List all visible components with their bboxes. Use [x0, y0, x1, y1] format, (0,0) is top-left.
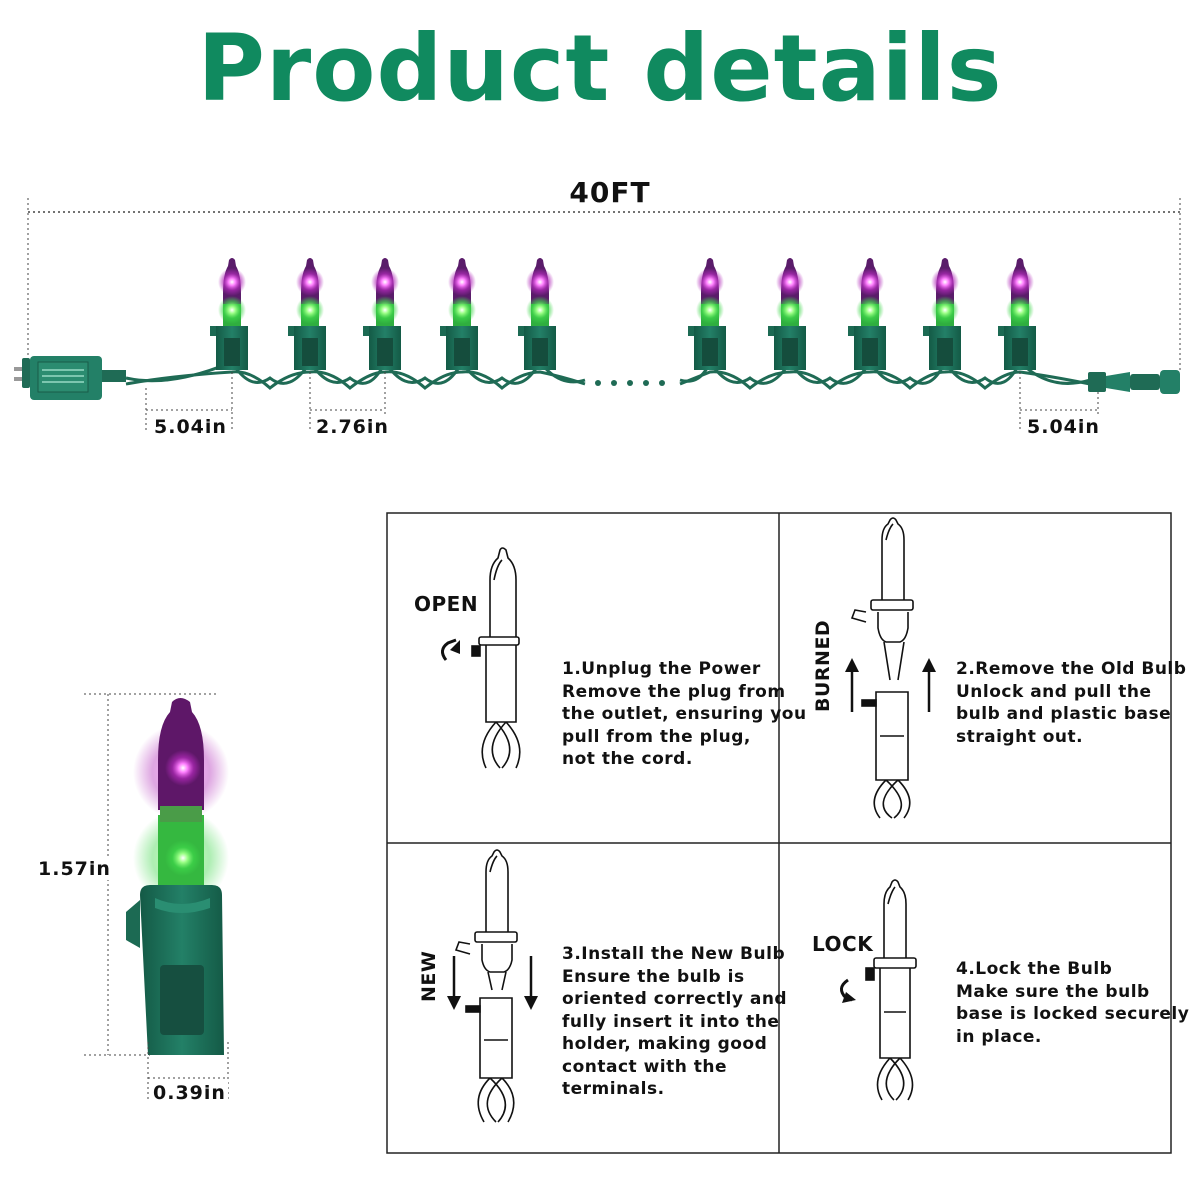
page-title: Product details	[197, 15, 1003, 122]
step2-line: straight out.	[956, 726, 1084, 747]
lead-in-length-label: 5.04in	[152, 416, 229, 438]
step3-line: contact with the	[562, 1056, 728, 1077]
step2-title: 2.Remove the Old Bulb	[956, 659, 1187, 679]
step3-text: 3.Install the New Bulb Ensure the bulb i…	[562, 943, 787, 1101]
step4-line: in place.	[956, 1026, 1042, 1047]
step4-line: base is locked securely	[956, 1004, 1190, 1024]
wire-gap-dots	[595, 380, 665, 386]
bulb-height-label: 1.57in	[36, 858, 113, 880]
step4-title: 4.Lock the Bulb	[956, 959, 1113, 979]
step1-line: pull from the plug,	[562, 726, 751, 747]
bulb-spacing-label: 2.76in	[314, 416, 391, 438]
step2-text: 2.Remove the Old Bulb Unlock and pull th…	[956, 658, 1186, 748]
step4-line: Make sure the bulb	[956, 981, 1150, 1002]
step1-text: 1.Unplug the Power Remove the plug from …	[562, 658, 807, 771]
step3-line: oriented correctly and	[562, 989, 788, 1009]
end-connector	[1088, 370, 1180, 394]
step2-illustration	[845, 517, 936, 819]
instruction-grid	[386, 512, 1172, 1154]
step3-illustration	[447, 849, 538, 1123]
step3-line: Ensure the bulb is	[562, 966, 745, 987]
step1-illustration	[441, 547, 521, 769]
step1-title: 1.Unplug the Power	[562, 659, 761, 679]
step1-line: the outlet, ensuring you	[562, 704, 807, 724]
lead-out-length-label: 5.04in	[1025, 416, 1102, 438]
step3-caption: NEW	[418, 950, 440, 1002]
large-bulb-image	[126, 698, 229, 1055]
step3-line: terminals.	[562, 1079, 665, 1099]
step4-illustration	[840, 879, 917, 1101]
controller-box	[14, 356, 126, 400]
step3-line: holder, making good	[562, 1034, 768, 1054]
step3-title: 3.Install the New Bulb	[562, 944, 786, 964]
step1-caption: OPEN	[414, 592, 479, 616]
step4-caption: LOCK	[812, 932, 874, 956]
step1-line: Remove the plug from	[562, 681, 786, 702]
bulbs	[210, 258, 1036, 370]
step2-line: bulb and plastic base	[956, 704, 1172, 724]
total-length-label: 40FT	[569, 176, 651, 209]
step2-line: Unlock and pull the	[956, 681, 1152, 702]
bulb-width-label: 0.39in	[151, 1082, 228, 1104]
step1-line: not the cord.	[562, 749, 693, 769]
step3-line: fully insert it into the	[562, 1011, 780, 1032]
step2-caption: BURNED	[812, 619, 834, 712]
step4-text: 4.Lock the Bulb Make sure the bulb base …	[956, 958, 1189, 1048]
